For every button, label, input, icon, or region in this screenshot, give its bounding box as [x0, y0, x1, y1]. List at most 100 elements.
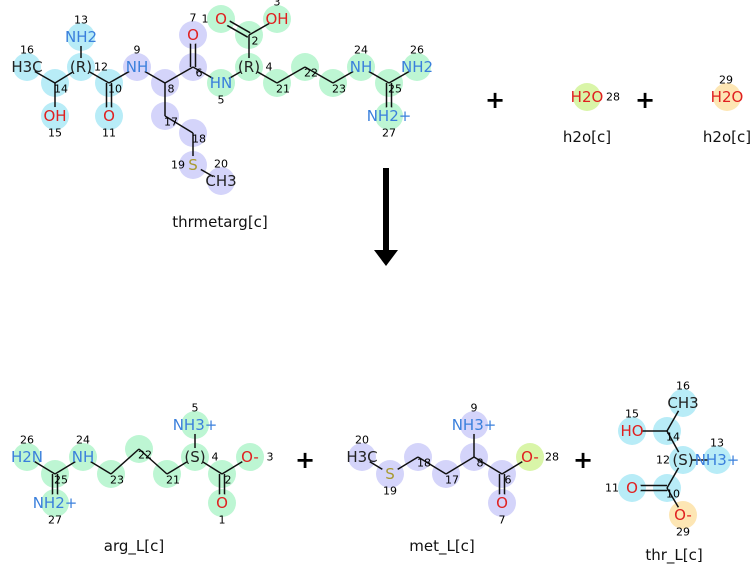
atom-label-bg — [380, 107, 398, 125]
atom-label-bg — [18, 58, 36, 76]
atom-label: NH3+ — [173, 416, 218, 434]
atom-number: 27 — [48, 514, 62, 527]
atom-number: 13 — [74, 14, 88, 27]
atom-number: 19 — [171, 159, 185, 172]
atom-label: H3C — [11, 58, 42, 76]
atom-number: 11 — [102, 127, 116, 140]
atom-number: 9 — [134, 44, 141, 57]
atom-number: 7 — [190, 12, 197, 25]
atom-label: O — [187, 26, 199, 44]
atom-label: NH2+ — [33, 494, 78, 512]
atom-label: S — [188, 156, 198, 174]
molecule-arg_L: H2N2625NH2+27NH24232221(S)4NH3+52O1O-3ar… — [11, 402, 274, 557]
atom-label-bg — [353, 448, 371, 466]
atom-label: O — [626, 479, 638, 497]
atom-label: OH — [265, 10, 288, 28]
atom-number: 22 — [304, 67, 318, 80]
atom-label-bg — [213, 494, 231, 512]
atom-number: 10 — [666, 488, 680, 501]
atom-number: 18 — [417, 457, 431, 470]
molecule-name: h2o[c] — [563, 128, 611, 146]
atom-label: HO — [620, 422, 643, 440]
atom-label-bg — [74, 448, 92, 466]
atom-number: 14 — [54, 83, 68, 96]
atom-number: 5 — [218, 94, 225, 107]
atom-label-bg — [521, 448, 539, 466]
atom-label: (R) — [238, 58, 260, 76]
atom-number: 28 — [606, 91, 620, 104]
molecule-name: thrmetarg[c] — [172, 213, 268, 231]
atom-label: NH2 — [401, 58, 433, 76]
atom-label: O- — [521, 448, 539, 466]
atom-label-bg — [46, 107, 64, 125]
atom-label-bg — [408, 58, 426, 76]
atom-number: 4 — [212, 451, 219, 464]
atom-label: NH — [126, 58, 149, 76]
atom-label: H2O — [711, 88, 744, 106]
atom-label: HN — [210, 74, 233, 92]
atom-label: (R) — [70, 58, 92, 76]
atom-number: 20 — [355, 434, 369, 447]
molecule-name: met_L[c] — [409, 537, 475, 556]
atom-label-bg — [18, 448, 36, 466]
atom-label-bg — [184, 26, 202, 44]
bond — [417, 456, 447, 475]
atom-label-bg — [718, 88, 736, 106]
atom-label-bg — [381, 465, 399, 483]
atom-label-bg — [72, 28, 90, 46]
atom-number: 5 — [192, 402, 199, 415]
atom-label: O — [216, 494, 228, 512]
bond — [304, 66, 334, 84]
atom-label: (S) — [184, 448, 205, 466]
bond — [276, 66, 306, 84]
atom-number: 1 — [219, 514, 226, 527]
atom-number: 11 — [605, 482, 619, 495]
atom-label-bg — [240, 58, 258, 76]
atom-label: NH3+ — [695, 451, 740, 469]
atom-label: O- — [674, 506, 692, 524]
atom-label: OH — [43, 107, 66, 125]
atom-number: 9 — [471, 402, 478, 415]
atom-number: 19 — [383, 485, 397, 498]
atom-number: 24 — [354, 44, 368, 57]
atom-label-bg — [100, 107, 118, 125]
atom-number: 15 — [48, 127, 62, 140]
molecule-name: arg_L[c] — [104, 537, 164, 556]
atom-number: 24 — [76, 434, 90, 447]
atom-label-bg — [46, 494, 64, 512]
atom-label-bg — [708, 451, 726, 469]
atom-number: 3 — [267, 451, 274, 464]
atom-label: H2O — [571, 88, 604, 106]
bond — [164, 115, 194, 134]
bond — [164, 66, 194, 84]
atom-number: 25 — [388, 83, 402, 96]
atom-number: 8 — [477, 457, 484, 470]
atom-label-bg — [186, 416, 204, 434]
atom-label-bg — [128, 58, 146, 76]
atom-label-bg — [212, 10, 230, 28]
atom-label-bg — [352, 58, 370, 76]
atom-number: 29 — [719, 74, 733, 87]
atom-number: 18 — [192, 133, 206, 146]
atom-number: 4 — [266, 61, 273, 74]
atom-label-bg — [212, 172, 230, 190]
atom-number: 23 — [332, 83, 346, 96]
atom-label-bg — [623, 479, 641, 497]
atom-number: 26 — [20, 434, 34, 447]
atom-number: 23 — [110, 474, 124, 487]
atom-label: S — [385, 465, 395, 483]
atom-label: NH3+ — [452, 416, 497, 434]
atom-number: 21 — [276, 83, 290, 96]
atom-label: O — [215, 10, 227, 28]
atom-label: NH2+ — [367, 107, 412, 125]
atom-number: 3 — [274, 0, 281, 9]
atom-label-bg — [241, 448, 259, 466]
plus-sign: + — [295, 446, 315, 474]
atom-label: NH — [350, 58, 373, 76]
atom-label-bg — [674, 394, 692, 412]
bond — [138, 448, 168, 475]
molecule-thrmetarg: H3C1614OH15(R)12NH21310O11NH981718S19CH3… — [11, 0, 433, 231]
